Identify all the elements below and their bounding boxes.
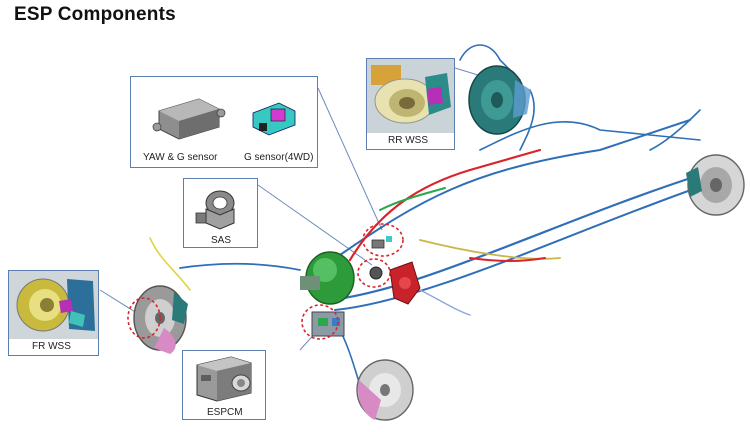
marker-rings [127, 223, 404, 340]
front-left-rotor [133, 285, 188, 354]
sas-sensor-small [369, 266, 383, 280]
yaw-g-sensor-label: YAW & G sensor [143, 152, 218, 163]
callout-rr-wss: RR WSS [366, 58, 455, 150]
callout-yaw-g-sensor: YAW & G sensor G sensor(4WD) [130, 76, 318, 168]
g-sensor-4wd-label: G sensor(4WD) [244, 152, 314, 163]
callout-fr-wss: FR WSS [8, 270, 99, 356]
callout-espcm: ESPCM [182, 350, 266, 420]
sas-image [195, 190, 235, 230]
sas-label: SAS [211, 235, 232, 246]
page-title: ESP Components [14, 4, 176, 25]
espcm-module [311, 311, 345, 337]
yaw-sensor-small [371, 239, 385, 249]
pedal-bracket [389, 261, 421, 305]
espcm-image [196, 356, 252, 402]
brake-booster [300, 251, 355, 305]
yaw-g-sensor-image [152, 98, 296, 140]
rr-wss-image [367, 59, 454, 133]
rr-wss-label: RR WSS [388, 135, 428, 146]
fr-wss-image [9, 271, 98, 339]
fr-wss-label: FR WSS [32, 341, 71, 352]
front-right-rotor [356, 359, 414, 421]
rear-right-rotor [468, 65, 531, 135]
rear-left-rotor [686, 154, 745, 216]
callout-sas: SAS [183, 178, 258, 248]
brake-lines [149, 44, 706, 386]
g-sensor-small [386, 236, 392, 242]
espcm-label: ESPCM [207, 407, 243, 418]
